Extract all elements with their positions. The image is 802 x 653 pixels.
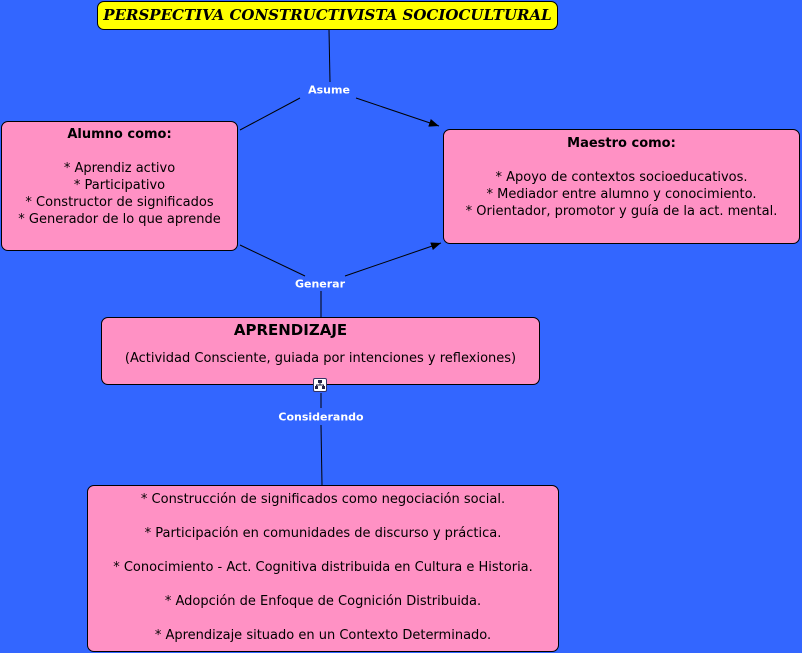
bottom-item: * Construcción de significados como nego… — [140, 492, 506, 507]
alumno-concept[interactable]: Alumno como: * Aprendiz activo * Partici… — [1, 121, 238, 251]
aprendizaje-heading: APRENDIZAJE — [233, 321, 348, 339]
line-considerando-bottom — [320, 424, 323, 486]
alumno-item: * Aprendiz activo — [63, 161, 176, 176]
line-asume-alumno — [239, 97, 301, 131]
bottom-item: * Aprendizaje situado en un Contexto Det… — [154, 628, 492, 643]
alumno-item: * Generador de lo que aprende — [18, 212, 221, 227]
arrow-asume-maestro — [355, 97, 440, 127]
bottom-concept[interactable]: * Construcción de significados como nego… — [87, 485, 559, 652]
maestro-heading: Maestro como: — [567, 136, 676, 151]
line-title-asume — [328, 29, 331, 83]
link-label-considerando[interactable]: Considerando — [278, 410, 364, 424]
alumno-item: * Constructor de significados — [25, 195, 214, 210]
maestro-item: * Mediador entre alumno y conocimiento. — [486, 187, 757, 202]
bottom-item: * Conocimiento - Act. Cognitiva distribu… — [113, 560, 533, 575]
alumno-heading: Alumno como: — [67, 127, 172, 142]
maestro-item: * Apoyo de contextos socioeducativos. — [495, 170, 748, 185]
link-label-generar[interactable]: Generar — [294, 277, 346, 291]
maestro-item: * Orientador, promotor y guía de la act.… — [465, 204, 778, 219]
link-label-asume[interactable]: Asume — [308, 83, 350, 97]
arrow-generar-maestro — [344, 242, 442, 277]
bottom-item: * Participación en comunidades de discur… — [144, 526, 502, 541]
bottom-item: * Adopción de Enfoque de Cognición Distr… — [164, 594, 482, 609]
line-alumno-generar — [239, 244, 306, 277]
aprendizaje-concept[interactable]: APRENDIZAJE (Actividad Consciente, guiad… — [101, 317, 540, 385]
title-concept[interactable]: PERSPECTIVA CONSTRUCTIVISTA SOCIOCULTURA… — [97, 1, 558, 30]
alumno-item: * Participativo — [73, 178, 166, 193]
submap-icon[interactable] — [313, 378, 327, 392]
maestro-concept[interactable]: Maestro como: * Apoyo de contextos socio… — [443, 129, 800, 244]
aprendizaje-text: (Actividad Consciente, guiada por intenc… — [124, 351, 517, 366]
